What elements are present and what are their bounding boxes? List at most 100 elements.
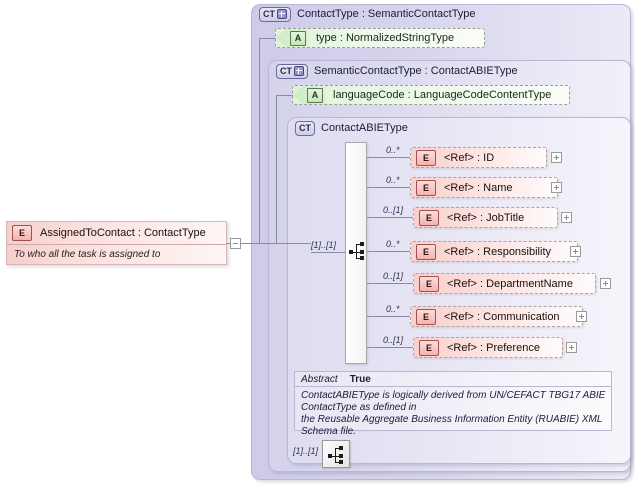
- element-badge-icon: E: [416, 243, 436, 260]
- container-contactabietype-header: CT ContactABIEType: [295, 120, 408, 136]
- attribute-type-label: type : NormalizedStringType: [316, 32, 455, 44]
- sequence-icon-node: [349, 250, 353, 254]
- element-badge-icon: E: [419, 209, 439, 226]
- cardinality-responsibility: 0..*: [386, 239, 400, 249]
- cardinality-preference: 0..[1]: [383, 335, 404, 345]
- element-id[interactable]: E <Ref> : ID: [410, 147, 547, 168]
- sequence-compositor-box[interactable]: [322, 440, 350, 468]
- connector-row: [367, 217, 413, 218]
- connector-row: [367, 187, 410, 188]
- compositor-cardinality-outer: [1]..[1]: [293, 446, 319, 456]
- cardinality-name: 0..*: [386, 175, 400, 185]
- root-element-assignedtocontact[interactable]: E AssignedToContact : ContactType To who…: [6, 221, 227, 265]
- connector-semantic-attr-vertical: [276, 95, 277, 244]
- annotation-line-1: ContactABIEType is logically derived fro…: [301, 390, 606, 401]
- attribute-badge-hex: A: [276, 29, 309, 47]
- element-responsibility-expand-button[interactable]: [570, 246, 581, 257]
- sequence-icon-line: [357, 258, 360, 259]
- cardinality-id: 0..*: [386, 145, 400, 155]
- element-departmentname-expand-button[interactable]: [600, 278, 611, 289]
- attribute-languagecode[interactable]: A languageCode : LanguageCodeContentType: [292, 85, 570, 105]
- sequence-icon-line: [357, 251, 360, 253]
- annotation-line-4: Schema file.: [301, 426, 357, 437]
- sequence-icon-node: [328, 454, 332, 458]
- element-badge-icon: E: [416, 149, 436, 166]
- sequence-icon: [328, 446, 344, 465]
- root-element-title-row: E AssignedToContact : ContactType: [7, 222, 226, 245]
- badge-ct-label: CT: [299, 123, 311, 133]
- abstract-row: Abstract True: [295, 372, 611, 387]
- element-badge-icon: E: [416, 308, 436, 325]
- annotation-line-3: the Reusable Aggregate Business Informat…: [301, 414, 603, 425]
- sequence-icon-node: [360, 249, 364, 254]
- element-departmentname[interactable]: E <Ref> : DepartmentName: [413, 273, 596, 294]
- attribute-type[interactable]: A type : NormalizedStringType: [275, 28, 485, 48]
- element-badge-icon: E: [12, 225, 32, 241]
- attribute-badge-icon: A: [290, 30, 306, 46]
- sequence-icon: [349, 242, 365, 261]
- connector-contacttype-attr-vertical: [259, 38, 260, 244]
- sequence-icon-node: [339, 446, 343, 450]
- element-jobtitle-label: <Ref> : JobTitle: [447, 211, 525, 224]
- complextype-badge-icon[interactable]: CT: [276, 63, 308, 79]
- element-id-label: <Ref> : ID: [444, 151, 495, 164]
- element-name-label: <Ref> : Name: [444, 181, 513, 194]
- expand-plus-icon[interactable]: [294, 66, 304, 76]
- complextype-badge-icon[interactable]: CT: [259, 6, 291, 22]
- element-id-expand-button[interactable]: [551, 152, 562, 163]
- expand-plus-icon[interactable]: [277, 9, 287, 19]
- element-jobtitle[interactable]: E <Ref> : JobTitle: [413, 207, 558, 228]
- sequence-icon-node: [339, 460, 343, 464]
- element-communication-expand-button[interactable]: [576, 311, 587, 322]
- annotation-panel: Abstract True ContactABIEType is logical…: [294, 371, 612, 437]
- sequence-icon-line: [356, 244, 357, 259]
- container-contacttype-title: ContactType : SemanticContactType: [297, 8, 476, 20]
- compositor-cardinality-inner: [1]..[1]: [311, 240, 337, 250]
- container-contacttype-header: CT ContactType : SemanticContactType: [259, 6, 476, 22]
- root-element-documentation: To who all the task is assigned to: [14, 249, 161, 260]
- connector-to-compositor: [311, 252, 345, 253]
- annotation-line-2: ContactType as defined in: [301, 402, 417, 413]
- connector-row: [367, 316, 410, 317]
- abstract-label: Abstract: [301, 374, 338, 385]
- complextype-badge-icon[interactable]: CT: [295, 120, 315, 136]
- root-element-title: AssignedToContact : ContactType: [40, 227, 206, 239]
- sequence-icon-line: [336, 462, 339, 463]
- connector-root-to-button: [227, 243, 230, 244]
- container-semanticcontacttype-header: CT SemanticContactType : ContactABIEType: [276, 63, 518, 79]
- attribute-badge-hex: A: [293, 86, 326, 104]
- element-preference[interactable]: E <Ref> : Preference: [413, 337, 563, 358]
- element-responsibility[interactable]: E <Ref> : Responsibility: [410, 241, 578, 262]
- sequence-icon-line: [336, 448, 339, 449]
- container-contactabietype-title: ContactABIEType: [321, 122, 408, 134]
- element-preference-expand-button[interactable]: [566, 342, 577, 353]
- sequence-icon-node: [339, 453, 343, 458]
- sequence-icon-line: [331, 455, 336, 457]
- sequence-icon-line: [335, 448, 336, 463]
- element-communication-label: <Ref> : Communication: [444, 310, 560, 323]
- sequence-icon-node: [360, 256, 364, 260]
- sequence-icon-node: [360, 242, 364, 246]
- element-departmentname-label: <Ref> : DepartmentName: [447, 277, 573, 290]
- root-collapse-button[interactable]: [230, 238, 241, 249]
- connector-row: [367, 347, 413, 348]
- cardinality-communication: 0..*: [386, 304, 400, 314]
- connector-row: [367, 251, 410, 252]
- abstract-value: True: [349, 374, 371, 385]
- badge-ct-label: CT: [263, 9, 275, 19]
- element-name[interactable]: E <Ref> : Name: [410, 177, 558, 198]
- element-jobtitle-expand-button[interactable]: [561, 212, 572, 223]
- attribute-badge-icon: A: [307, 87, 323, 103]
- element-badge-icon: E: [419, 275, 439, 292]
- sequence-icon-line: [357, 244, 360, 245]
- annotation-text: ContactABIEType is logically derived fro…: [295, 387, 611, 438]
- element-communication[interactable]: E <Ref> : Communication: [410, 306, 583, 327]
- sequence-icon-line: [352, 251, 357, 253]
- container-semanticcontacttype-title: SemanticContactType : ContactABIEType: [314, 65, 518, 77]
- element-name-expand-button[interactable]: [551, 182, 562, 193]
- badge-ct-label: CT: [280, 66, 292, 76]
- connector-semantic-attr-horizontal: [276, 95, 293, 96]
- element-responsibility-label: <Ref> : Responsibility: [444, 245, 551, 258]
- element-badge-icon: E: [416, 179, 436, 196]
